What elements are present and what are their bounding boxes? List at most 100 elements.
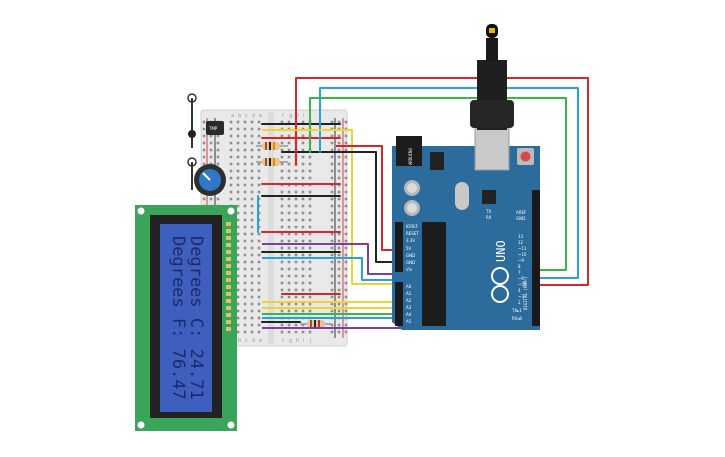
breadboard-hole: [236, 211, 240, 215]
breadboard-hole: [280, 218, 284, 222]
breadboard-hole: [257, 288, 261, 292]
breadboard-hole: [250, 302, 254, 306]
breadboard-hole: [216, 148, 220, 152]
potentiometer[interactable]: [194, 164, 226, 196]
probe-icon[interactable]: [187, 93, 197, 148]
resistor[interactable]: [256, 142, 288, 150]
breadboard-hole: [301, 211, 305, 215]
breadboard-hole: [236, 288, 240, 292]
breadboard-hole: [287, 169, 291, 173]
resistor[interactable]: [256, 158, 288, 166]
breadboard-hole: [337, 295, 341, 299]
breadboard-hole: [344, 330, 348, 334]
breadboard-hole: [308, 162, 312, 166]
breadboard-hole: [229, 120, 233, 124]
breadboard-hole: [344, 302, 348, 306]
breadboard-hole: [294, 302, 298, 306]
breadboard-hole: [236, 295, 240, 299]
breadboard-hole: [337, 274, 341, 278]
breadboard-hole: [236, 120, 240, 124]
breadboard-hole: [344, 253, 348, 257]
breadboard-hole: [344, 197, 348, 201]
reset-button[interactable]: [520, 151, 531, 162]
breadboard-hole: [250, 120, 254, 124]
breadboard-hole: [236, 302, 240, 306]
breadboard-hole: [202, 127, 206, 131]
breadboard-hole: [344, 309, 348, 313]
wire-red-top: [295, 77, 589, 286]
breadboard-hole: [287, 330, 291, 334]
probe-icon[interactable]: [187, 157, 197, 190]
svg-text:7: 7: [518, 270, 521, 275]
breadboard-hole: [280, 176, 284, 180]
breadboard-hole: [216, 141, 220, 145]
lcd-pin: [226, 257, 231, 261]
col-label: h: [296, 338, 299, 344]
breadboard-hole: [337, 288, 341, 292]
breadboard-hole: [236, 134, 240, 138]
breadboard-hole: [243, 330, 247, 334]
svg-text:IOREF: IOREF: [406, 224, 419, 229]
breadboard-hole: [250, 267, 254, 271]
breadboard-hole: [301, 295, 305, 299]
breadboard-hole: [301, 134, 305, 138]
breadboard-hole: [280, 162, 284, 166]
breadboard-hole: [308, 204, 312, 208]
lcd-text: Degrees C: 24.71 Degrees F: 76.47: [168, 236, 206, 400]
breadboard-hole: [229, 155, 233, 159]
breadboard-hole: [344, 134, 348, 138]
breadboard-hole: [301, 148, 305, 152]
breadboard-hole: [243, 246, 247, 250]
breadboard-hole: [294, 330, 298, 334]
breadboard-hole: [294, 197, 298, 201]
breadboard-hole: [337, 197, 341, 201]
breadboard-hole: [236, 246, 240, 250]
col-label: h: [296, 113, 299, 119]
wire-black-gnd: [336, 151, 402, 263]
breadboard-hole: [287, 218, 291, 222]
breadboard[interactable]: a b c d e f g h i j a b c d e f g h i j: [200, 109, 348, 347]
breadboard-hole: [294, 239, 298, 243]
breadboard-hole: [257, 148, 261, 152]
breadboard-hole: [301, 232, 305, 236]
breadboard-hole: [330, 134, 334, 138]
lcd-pin: [226, 285, 231, 289]
breadboard-hole: [250, 183, 254, 187]
breadboard-hole: [308, 225, 312, 229]
breadboard-hole: [301, 176, 305, 180]
breadboard-hole: [294, 295, 298, 299]
breadboard-hole: [330, 120, 334, 124]
breadboard-hole: [257, 239, 261, 243]
breadboard-hole: [257, 134, 261, 138]
col-label: b: [238, 338, 241, 344]
breadboard-hole: [243, 155, 247, 159]
breadboard-hole: [257, 246, 261, 250]
temperature-sensor[interactable]: TMP: [206, 121, 224, 135]
breadboard-hole: [243, 302, 247, 306]
digital-header-label: DIGITAL (PWM~): [523, 276, 528, 310]
breadboard-hole: [250, 134, 254, 138]
lcd-pins: [226, 222, 231, 331]
breadboard-hole: [330, 155, 334, 159]
breadboard-hole: [301, 141, 305, 145]
breadboard-hole: [236, 316, 240, 320]
breadboard-hole: [229, 141, 233, 145]
breadboard-hole: [243, 295, 247, 299]
arduino-board[interactable]: UNO DIGITAL (PWM~) IOREF RESET 3.3V 5V G…: [392, 24, 540, 330]
breadboard-hole: [287, 211, 291, 215]
breadboard-hole: [287, 204, 291, 208]
breadboard-hole: [216, 155, 220, 159]
breadboard-hole: [243, 204, 247, 208]
resistor[interactable]: [300, 320, 332, 328]
breadboard-hole: [243, 288, 247, 292]
lcd-pin: [226, 264, 231, 268]
breadboard-hole: [236, 253, 240, 257]
breadboard-hole: [344, 323, 348, 327]
breadboard-hole: [287, 148, 291, 152]
breadboard-hole: [308, 302, 312, 306]
usb-cable[interactable]: [470, 24, 514, 171]
lcd-module[interactable]: Degrees C: 24.71 Degrees F: 76.47: [135, 205, 237, 431]
breadboard-hole: [280, 260, 284, 264]
